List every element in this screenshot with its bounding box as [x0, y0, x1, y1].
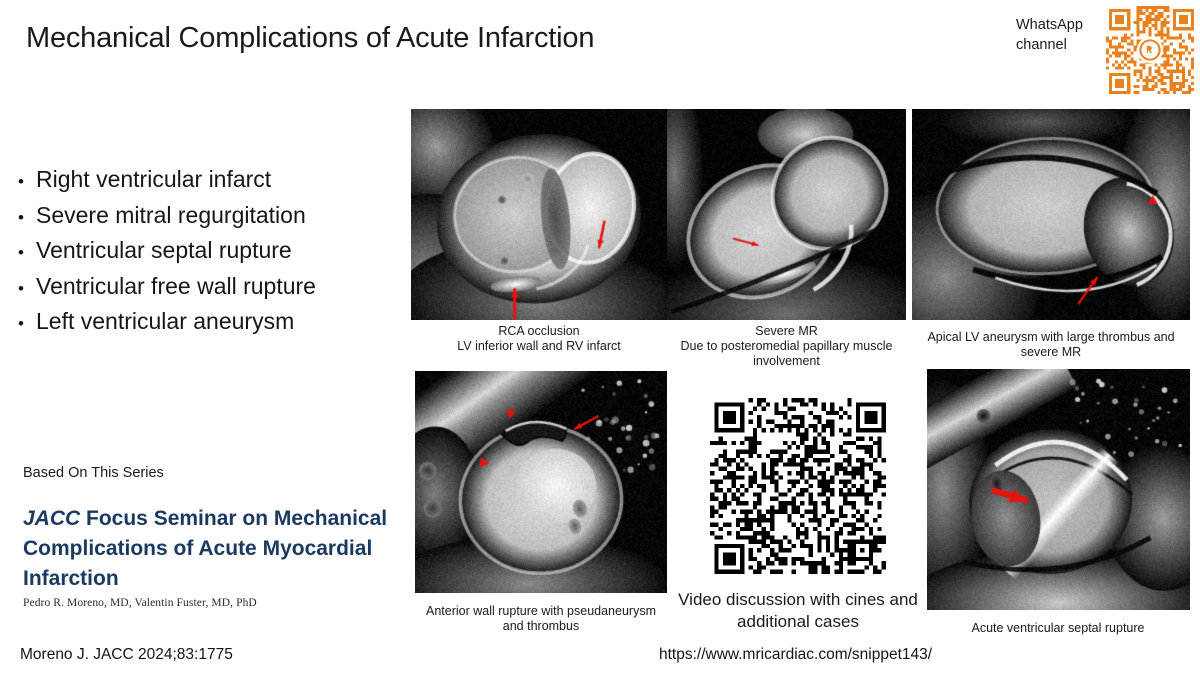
- caption-line: Apical LV aneurysm with large thrombus a…: [927, 330, 1175, 359]
- list-item-label: Right ventricular infarct: [36, 166, 272, 192]
- jacc-title-rest: Focus Seminar on Mechanical Complication…: [23, 507, 388, 590]
- list-item: • Ventricular septal rupture: [18, 234, 398, 270]
- list-item-label: Ventricular free wall rupture: [36, 272, 316, 299]
- mri-image-vsd: [927, 369, 1190, 610]
- whatsapp-label-line2: channel: [1016, 36, 1067, 53]
- figure-apical-aneurysm[interactable]: [912, 109, 1190, 320]
- caption-video-discussion: Video discussion with cines and addition…: [667, 589, 929, 633]
- list-item: • Left ventricular aneurysm: [18, 305, 398, 341]
- page-title: Mechanical Complications of Acute Infarc…: [26, 22, 595, 54]
- mri-image-pseudoaneurysm: [415, 371, 667, 593]
- mri-image-aneurysm: [912, 109, 1190, 320]
- video-discussion-qr-code[interactable]: [710, 398, 886, 574]
- list-item: • Severe mitral regurgitation: [18, 199, 398, 235]
- caption-apical-aneurysm: Apical LV aneurysm with large thrombus a…: [918, 330, 1184, 360]
- complications-list: • Right ventricular infarct • Severe mit…: [18, 163, 398, 341]
- whatsapp-channel-block[interactable]: WhatsApp channel: [1016, 6, 1200, 94]
- caption-line: additional cases: [737, 612, 859, 631]
- video-qr-canvas: [710, 398, 886, 574]
- list-item-label: Severe mitral regurgitation: [36, 201, 306, 228]
- caption-ventricular-septal-rupture: Acute ventricular septal rupture: [918, 621, 1198, 636]
- caption-line: RCA occlusion: [498, 324, 580, 338]
- jacc-journal-name: JACC: [23, 507, 81, 530]
- caption-line: Due to posteromedial papillary muscle in…: [680, 339, 893, 368]
- whatsapp-label-line1: WhatsApp: [1016, 17, 1083, 33]
- bullet-icon: •: [18, 207, 24, 227]
- mri-image-mr: [667, 109, 906, 320]
- reference-line: Moreno J. JACC 2024;83:1775: [20, 646, 233, 663]
- caption-line: Acute ventricular septal rupture: [971, 621, 1145, 635]
- list-item-label: Ventricular septal rupture: [36, 237, 292, 263]
- whatsapp-qr-code[interactable]: [1106, 6, 1194, 94]
- figure-pseudoaneurysm[interactable]: [415, 371, 667, 593]
- source-url[interactable]: https://www.mricardiac.com/snippet143/: [659, 646, 933, 663]
- list-item-label: Left ventricular aneurysm: [36, 308, 295, 334]
- caption-pseudoaneurysm: Anterior wall rupture with pseudaneurysm…: [411, 604, 671, 634]
- series-label: Based On This Series: [23, 465, 164, 481]
- caption-line: Video discussion with cines and: [678, 590, 918, 609]
- caption-severe-mr: Severe MR Due to posteromedial papillary…: [661, 324, 912, 369]
- jacc-series-title: JACC Focus Seminar on Mechanical Complic…: [23, 504, 423, 594]
- figure-ventricular-septal-rupture[interactable]: [927, 369, 1190, 610]
- whatsapp-logo-icon: [1137, 37, 1163, 63]
- figure-severe-mr[interactable]: [667, 109, 906, 320]
- bullet-icon: •: [18, 314, 24, 333]
- whatsapp-label: WhatsApp channel: [1016, 6, 1098, 55]
- caption-line: and thrombus: [502, 619, 580, 633]
- caption-line: Anterior wall rupture with pseudaneurysm: [426, 604, 656, 618]
- list-item: • Ventricular free wall rupture: [18, 270, 398, 306]
- bullet-icon: •: [18, 243, 24, 262]
- jacc-authors: Pedro R. Moreno, MD, Valentin Fuster, MD…: [23, 597, 257, 609]
- caption-rca-occlusion: RCA occlusion LV inferior wall and RV in…: [411, 324, 667, 354]
- bullet-icon: •: [18, 278, 24, 298]
- caption-line: Severe MR: [755, 324, 818, 338]
- figure-rca-occlusion[interactable]: [411, 109, 667, 320]
- caption-line: LV inferior wall and RV infarct: [457, 339, 621, 353]
- bullet-icon: •: [18, 172, 24, 191]
- mri-image-rca: [411, 109, 667, 320]
- list-item: • Right ventricular infarct: [18, 163, 398, 199]
